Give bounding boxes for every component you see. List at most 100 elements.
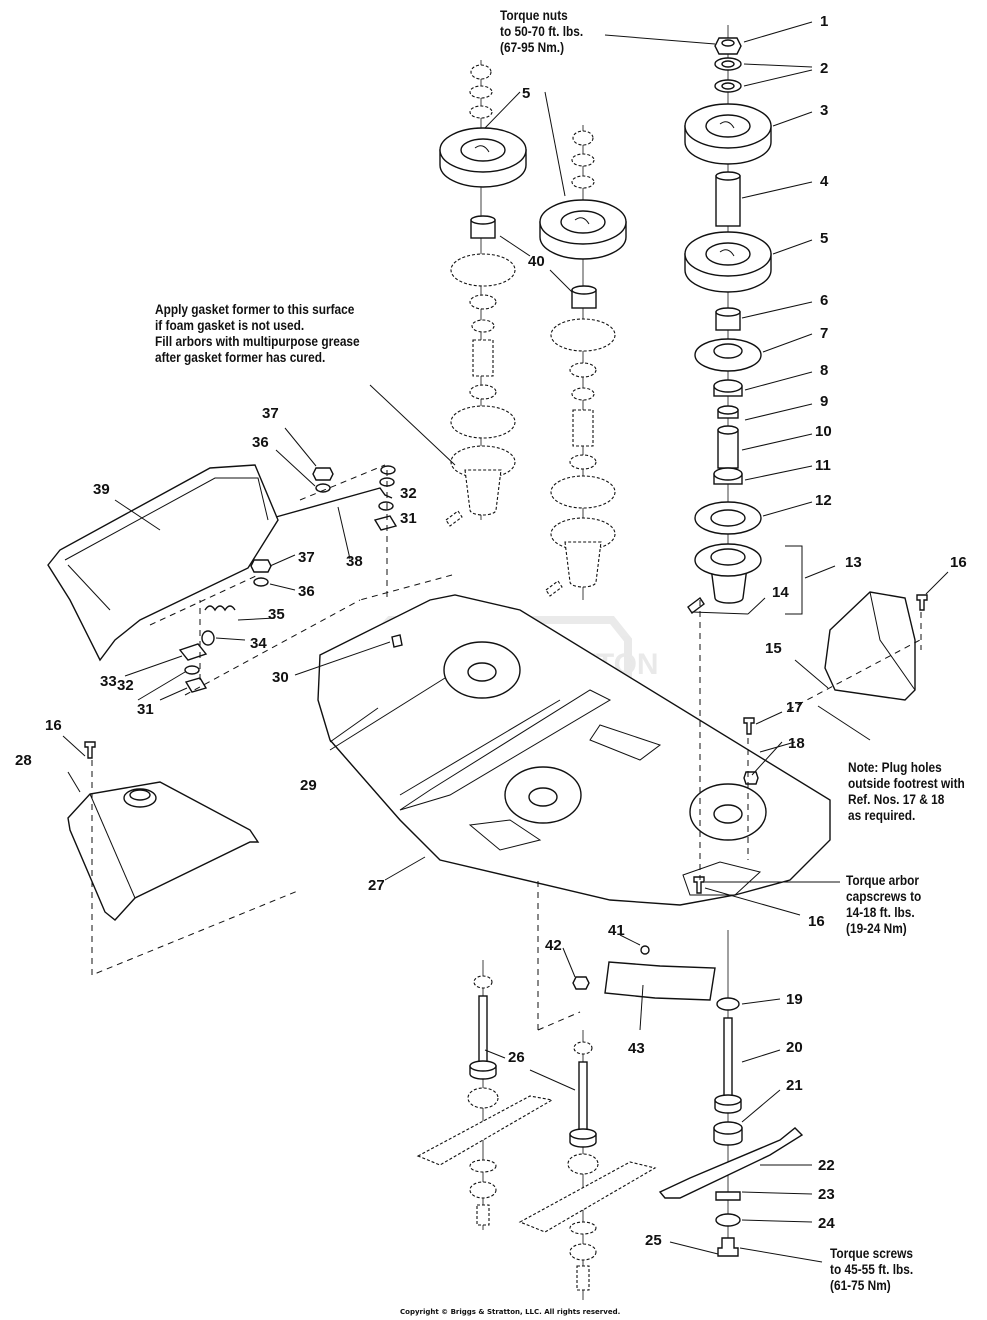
callout-32-left[interactable]: 32	[117, 677, 134, 694]
callout-27[interactable]: 27	[368, 877, 385, 894]
part-5-pulley-middle[interactable]	[539, 199, 627, 260]
callout-1[interactable]: 1	[820, 13, 828, 30]
callout-16-deck[interactable]: 16	[808, 913, 825, 930]
callout-13[interactable]: 13	[845, 554, 862, 571]
part-22-blade[interactable]	[658, 1127, 804, 1199]
callout-24[interactable]: 24	[818, 1215, 835, 1232]
callout-42[interactable]: 42	[545, 937, 562, 954]
callout-16-left[interactable]: 16	[45, 717, 62, 734]
callout-2[interactable]: 2	[820, 60, 828, 77]
part-33-bracket[interactable]	[178, 643, 208, 661]
callout-37-mid[interactable]: 37	[298, 549, 315, 566]
part-23-washer[interactable]	[715, 1191, 741, 1201]
part-25-screw[interactable]	[717, 1237, 739, 1257]
callout-18[interactable]: 18	[788, 735, 805, 752]
callout-43[interactable]: 43	[628, 1040, 645, 1057]
part-31-clip-low[interactable]	[184, 677, 208, 693]
part-34-bushing[interactable]	[201, 630, 215, 646]
part-12-gasket[interactable]	[694, 501, 762, 535]
part-7-flange[interactable]	[694, 338, 762, 372]
part-36-washer-top[interactable]	[315, 483, 331, 493]
callout-41[interactable]: 41	[608, 922, 625, 939]
part-42-nut[interactable]	[572, 976, 590, 990]
callout-40[interactable]: 40	[528, 253, 545, 270]
callout-10[interactable]: 10	[815, 423, 832, 440]
part-5-pulley[interactable]	[684, 231, 772, 293]
part-10-spacer-tube[interactable]	[717, 425, 739, 469]
part-18-nut[interactable]	[743, 771, 759, 785]
part-14-grease-fitting[interactable]	[687, 596, 705, 615]
part-21-blade-adapter[interactable]	[713, 1121, 743, 1146]
part-40-bushing-middle[interactable]	[571, 285, 597, 309]
callout-17[interactable]: 17	[786, 699, 803, 716]
part-9-spacer[interactable]	[717, 405, 739, 419]
callout-30[interactable]: 30	[272, 669, 289, 686]
part-15-belt-shield[interactable]	[824, 591, 916, 701]
callout-8[interactable]: 8	[820, 362, 828, 379]
callout-21[interactable]: 21	[786, 1077, 803, 1094]
part-27-mower-deck[interactable]	[317, 594, 831, 906]
callout-16-right[interactable]: 16	[950, 554, 967, 571]
callout-4[interactable]: 4	[820, 173, 829, 190]
callout-28[interactable]: 28	[15, 752, 32, 769]
callout-5-left[interactable]: 5	[522, 85, 530, 102]
callout-12[interactable]: 12	[815, 492, 832, 509]
part-26-spindle-shaft-middle[interactable]	[569, 1061, 597, 1148]
callout-39[interactable]: 39	[93, 481, 110, 498]
part-4-spacer[interactable]	[715, 171, 741, 227]
part-36-washer-mid[interactable]	[253, 577, 269, 587]
callout-33[interactable]: 33	[100, 673, 117, 690]
part-19-washer[interactable]	[716, 997, 740, 1011]
callout-7[interactable]: 7	[820, 325, 828, 342]
callout-36-top[interactable]: 36	[252, 434, 269, 451]
part-8-bearing[interactable]	[713, 379, 743, 397]
callout-19[interactable]: 19	[786, 991, 803, 1008]
callout-11[interactable]: 11	[815, 457, 831, 474]
part-28-spindle-shield[interactable]	[67, 781, 260, 921]
part-39-discharge-chute[interactable]	[47, 464, 279, 662]
part-20-spindle-shaft[interactable]	[714, 1017, 742, 1114]
callout-34[interactable]: 34	[250, 635, 267, 652]
part-2-washers[interactable]	[714, 57, 742, 93]
part-38-rod[interactable]	[275, 465, 396, 518]
part-13-spindle-housing[interactable]	[694, 543, 762, 604]
callout-20[interactable]: 20	[786, 1039, 803, 1056]
part-40-bushing-left[interactable]	[470, 215, 496, 239]
callout-22[interactable]: 22	[818, 1157, 835, 1174]
part-32-washer-low[interactable]	[184, 665, 200, 675]
callout-31-right[interactable]: 31	[400, 510, 417, 527]
part-24-washer[interactable]	[715, 1213, 741, 1227]
part-6-bushing[interactable]	[715, 307, 741, 331]
part-31-clip-right[interactable]	[373, 515, 398, 531]
callout-6[interactable]: 6	[820, 292, 828, 309]
callout-29[interactable]: 29	[300, 777, 317, 794]
callout-5-right[interactable]: 5	[820, 230, 828, 247]
callout-25[interactable]: 25	[645, 1232, 662, 1249]
part-3-pulley[interactable]	[684, 103, 772, 165]
part-1-nut[interactable]	[714, 37, 742, 55]
callout-14[interactable]: 14	[772, 584, 789, 601]
callout-26[interactable]: 26	[508, 1049, 525, 1066]
part-37-nut-mid[interactable]	[250, 559, 272, 573]
callout-37-top[interactable]: 37	[262, 405, 279, 422]
part-43-baffle[interactable]	[604, 961, 716, 1001]
callout-9[interactable]: 9	[820, 393, 828, 410]
part-5-pulley-left[interactable]	[439, 127, 527, 188]
part-17-bolt[interactable]	[743, 717, 755, 735]
callout-32-right[interactable]: 32	[400, 485, 417, 502]
callout-31-left[interactable]: 31	[137, 701, 154, 718]
callout-36-mid[interactable]: 36	[298, 583, 315, 600]
callout-35[interactable]: 35	[268, 606, 285, 623]
callout-38[interactable]: 38	[346, 553, 363, 570]
part-37-nut-top[interactable]	[312, 467, 334, 481]
part-16-capscrew[interactable]	[693, 876, 705, 894]
part-16-bolt-left[interactable]	[84, 741, 96, 759]
part-41-screw[interactable]	[640, 945, 650, 955]
part-16-bolt-right[interactable]	[916, 594, 928, 611]
callout-15[interactable]: 15	[765, 640, 782, 657]
part-35-spring[interactable]	[204, 605, 236, 612]
part-30-plug[interactable]	[391, 634, 403, 648]
callout-3[interactable]: 3	[820, 102, 828, 119]
callout-23[interactable]: 23	[818, 1186, 835, 1203]
part-11-bearing[interactable]	[713, 467, 743, 485]
